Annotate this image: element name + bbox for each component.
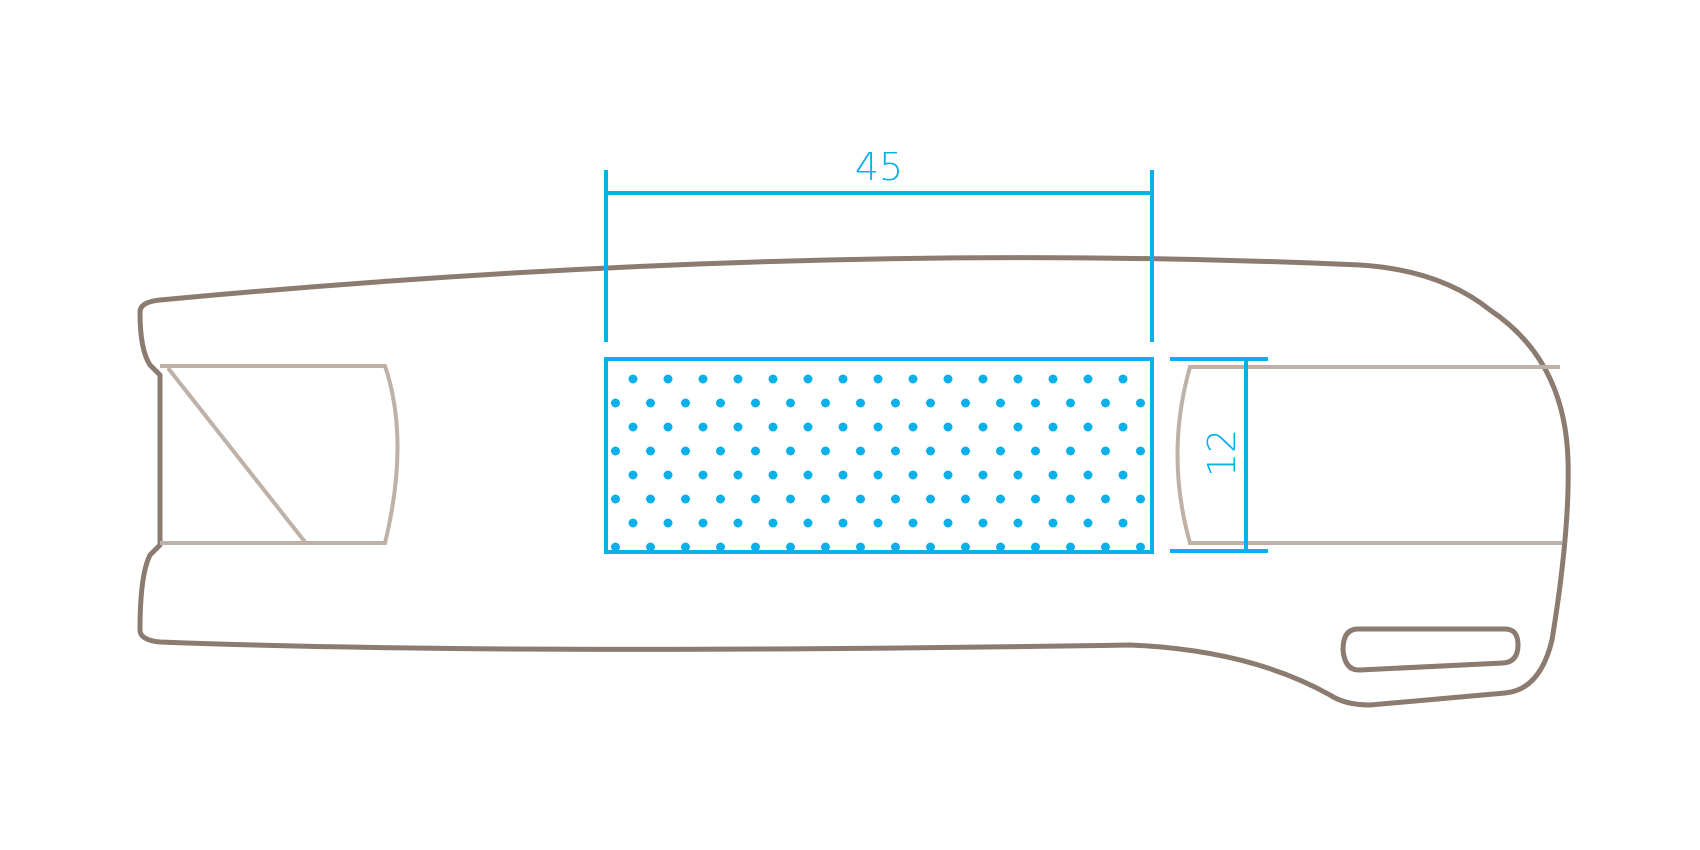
height-dimension [1170, 357, 1268, 553]
height-dimension-label: 12 [1200, 429, 1244, 477]
left-window [160, 364, 400, 545]
thumb-slot [1340, 626, 1521, 673]
blade-area [604, 357, 1154, 554]
left-diagonal [166, 366, 307, 544]
right-channel [1175, 365, 1562, 545]
width-dimension-label: 45 [855, 145, 903, 189]
width-dimension [604, 170, 1154, 342]
handle-outline [137, 255, 1571, 708]
